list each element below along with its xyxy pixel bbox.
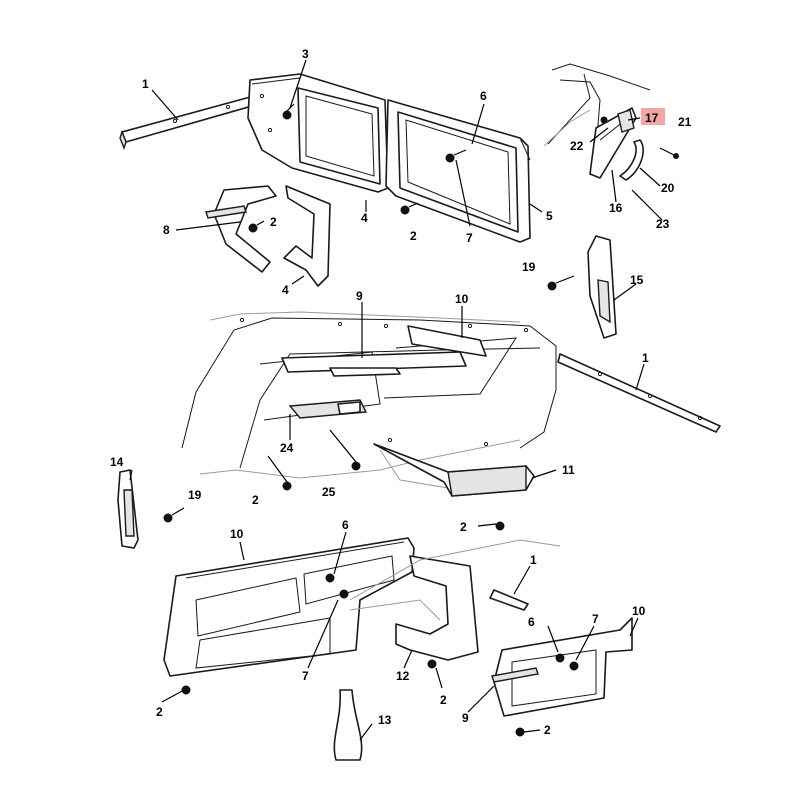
- part-rail-9-right[interactable]: [491, 667, 539, 683]
- screw-7-bottom-left[interactable]: [339, 589, 349, 599]
- screw-2-top[interactable]: [400, 202, 419, 215]
- callout-8[interactable]: 8: [163, 223, 170, 237]
- callout-2-center[interactable]: 2: [252, 493, 259, 507]
- callout-7-top[interactable]: 7: [466, 231, 473, 245]
- callout-23[interactable]: 23: [656, 217, 670, 231]
- callout-2-wheelhouse[interactable]: 2: [440, 693, 447, 707]
- callout-2-pillar[interactable]: 2: [270, 215, 277, 229]
- part-bracket-24[interactable]: [288, 399, 368, 419]
- callout-4-top[interactable]: 4: [361, 211, 368, 225]
- screw-6-right[interactable]: [555, 653, 565, 663]
- part-pillar-trim-14[interactable]: [117, 469, 139, 549]
- screw-19-top[interactable]: [547, 275, 575, 291]
- callout-10-center[interactable]: 10: [455, 292, 469, 306]
- callout-4-pillar[interactable]: 4: [282, 283, 289, 297]
- part-trim-strip-1-right[interactable]: [557, 353, 721, 433]
- screw-25[interactable]: [329, 429, 361, 471]
- part-wheelhouse-trim-12[interactable]: [395, 555, 479, 661]
- callout-labels: 1 3 6 4 5 2 7 8 2 4 17 21 22 20 16 23 19…: [110, 47, 692, 737]
- leader-lines: [129, 59, 663, 741]
- callout-24[interactable]: 24: [280, 441, 294, 455]
- callout-19-top[interactable]: 19: [522, 260, 536, 274]
- callout-2-console[interactable]: 2: [460, 520, 467, 534]
- callout-17-highlight: [641, 108, 665, 125]
- callout-5[interactable]: 5: [546, 209, 553, 223]
- part-trim-strip-1-bottom[interactable]: [489, 589, 529, 611]
- callout-19-left[interactable]: 19: [188, 488, 202, 502]
- callout-21[interactable]: 21: [678, 115, 692, 129]
- callout-3[interactable]: 3: [302, 47, 309, 61]
- screw-2-center[interactable]: [267, 455, 292, 491]
- callout-2-bottom-right[interactable]: 2: [544, 723, 551, 737]
- part-side-panel-10[interactable]: [163, 537, 415, 677]
- callout-10-bottom-right[interactable]: 10: [632, 604, 646, 618]
- callout-22[interactable]: 22: [570, 139, 584, 153]
- part-seal-20[interactable]: [619, 139, 644, 181]
- callout-1-right[interactable]: 1: [642, 351, 649, 365]
- callout-9-center[interactable]: 9: [356, 289, 363, 303]
- part-clip-17[interactable]: [617, 109, 635, 133]
- callout-15[interactable]: 15: [630, 273, 644, 287]
- callout-6-bottom-right[interactable]: 6: [528, 615, 535, 629]
- callout-1-top-left[interactable]: 1: [142, 77, 149, 91]
- vehicle-body-shell: [181, 311, 557, 491]
- body-floor-rear: [349, 539, 561, 621]
- part-header-panel-10-center[interactable]: [407, 325, 487, 357]
- screw-6-bottom-left[interactable]: [325, 573, 335, 583]
- callout-2-bottom-left[interactable]: 2: [156, 705, 163, 719]
- part-pillar-trim-8[interactable]: [205, 185, 277, 273]
- screw-2-pillar[interactable]: [248, 220, 265, 233]
- inset-rear-pillar-assembly: [543, 63, 651, 151]
- screw-21[interactable]: [659, 147, 679, 159]
- callout-16[interactable]: 16: [609, 201, 623, 215]
- screw-2-bottom-left[interactable]: [181, 685, 191, 695]
- screw-2-console[interactable]: [477, 521, 505, 531]
- callout-10-side-panel[interactable]: 10: [230, 527, 244, 541]
- part-window-panel-4[interactable]: [247, 73, 389, 193]
- callout-20[interactable]: 20: [661, 181, 675, 195]
- clip-22[interactable]: [600, 116, 608, 124]
- part-trim-rail-9-center[interactable]: [281, 351, 467, 377]
- screw-6-top[interactable]: [445, 149, 467, 163]
- part-quarter-panel-10-right[interactable]: [493, 617, 633, 717]
- screw-2-bottom-right[interactable]: [515, 727, 525, 737]
- screw-2-wheelhouse[interactable]: [427, 659, 437, 669]
- screw-7-right[interactable]: [569, 661, 579, 671]
- callout-14[interactable]: 14: [110, 455, 124, 469]
- callout-13[interactable]: 13: [378, 713, 392, 727]
- callout-12[interactable]: 12: [396, 669, 410, 683]
- callout-17[interactable]: 17: [645, 111, 659, 125]
- callout-7-bottom-left[interactable]: 7: [302, 669, 309, 683]
- callout-6-top[interactable]: 6: [480, 89, 487, 103]
- callout-6-bottom-left[interactable]: 6: [342, 518, 349, 532]
- screw-3[interactable]: [282, 103, 295, 120]
- part-pillar-trim-4b[interactable]: [283, 185, 331, 287]
- part-console-11[interactable]: [373, 437, 535, 497]
- callout-9-bottom-right[interactable]: 9: [462, 711, 469, 725]
- callout-25[interactable]: 25: [322, 485, 336, 499]
- callout-7-bottom-right[interactable]: 7: [592, 612, 599, 626]
- part-seat-belt-cover-13[interactable]: [333, 689, 363, 761]
- screw-19-left[interactable]: [163, 507, 185, 523]
- callout-1-bottom[interactable]: 1: [530, 553, 537, 567]
- callout-2-top[interactable]: 2: [410, 229, 417, 243]
- callout-11[interactable]: 11: [562, 463, 575, 477]
- part-trim-panel-15[interactable]: [587, 235, 617, 339]
